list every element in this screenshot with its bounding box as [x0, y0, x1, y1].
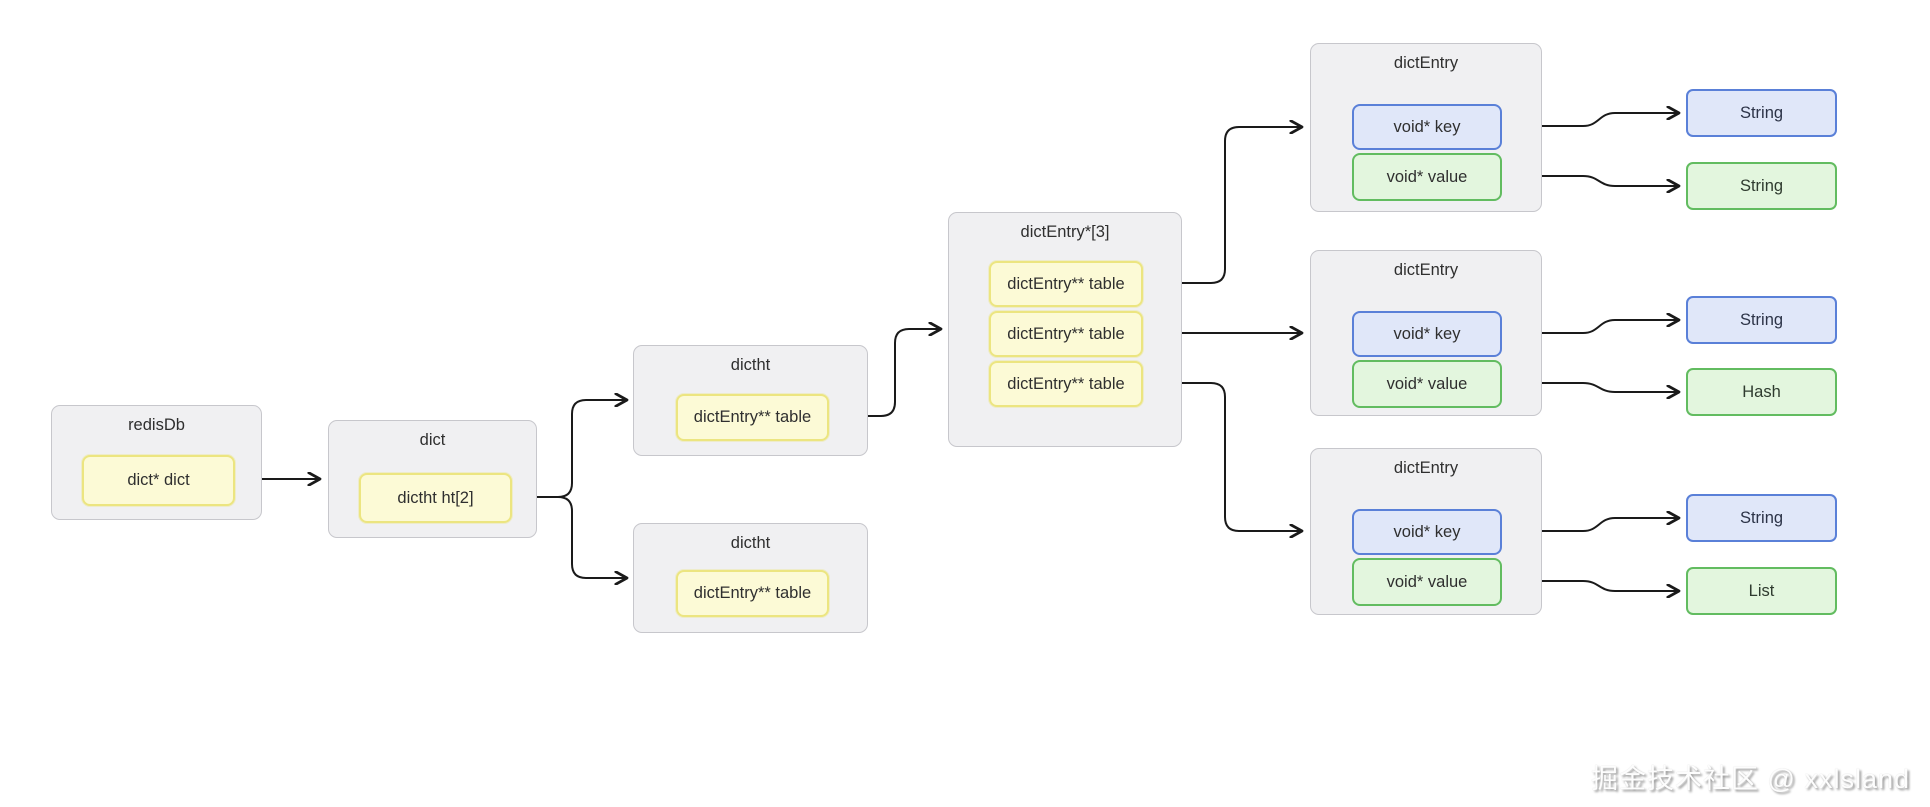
type-box-key-string-2-label: String — [1739, 310, 1784, 329]
field-void-value-1: void* value — [1352, 153, 1502, 201]
node-dictht-bottom: dictht dictEntry** table — [633, 523, 868, 633]
type-box-key-string-2: String — [1686, 296, 1837, 344]
type-box-key-string-3: String — [1686, 494, 1837, 542]
field-dictentry-table-bottom: dictEntry** table — [676, 570, 829, 617]
connector-slot1-to-dictentry1 — [1142, 127, 1302, 284]
type-box-key-string-1: String — [1686, 89, 1837, 137]
field-dictentry-table-top: dictEntry** table — [676, 394, 829, 441]
node-dictht-bottom-title: dictht — [730, 534, 771, 552]
node-dictht-top-title: dictht — [730, 356, 771, 374]
field-void-key-3-label: void* key — [1393, 522, 1461, 541]
connector-value2-to-hash — [1501, 382, 1679, 392]
field-dictht-array: dictht ht[2] — [359, 473, 512, 523]
node-dictentry-3-title: dictEntry — [1393, 459, 1459, 477]
node-dictentry-array: dictEntry*[3] dictEntry** table dictEntr… — [948, 212, 1182, 447]
connector-value1-to-string — [1501, 175, 1679, 186]
type-box-key-string-1-label: String — [1739, 103, 1784, 122]
array-slot-1-label: dictEntry** table — [1007, 274, 1125, 293]
field-void-value-2-label: void* value — [1386, 374, 1468, 393]
array-slot-3-label: dictEntry** table — [1007, 374, 1125, 393]
connector-key3-to-string — [1501, 518, 1679, 532]
array-slot-3: dictEntry** table — [989, 361, 1143, 407]
watermark: 掘金技术社区 @ xxlsland — [1591, 764, 1910, 794]
node-dictentry-2: dictEntry void* key void* value — [1310, 250, 1542, 416]
field-void-key-1: void* key — [1352, 104, 1502, 150]
field-dict-pointer-label: dict* dict — [127, 471, 190, 489]
type-box-value-string-1-label: String — [1739, 176, 1784, 195]
field-void-value-1-label: void* value — [1386, 167, 1468, 186]
connector-dict-to-dictht-top — [511, 400, 627, 498]
node-dictht-top: dictht dictEntry** table — [633, 345, 868, 456]
connector-key2-to-string — [1501, 320, 1679, 334]
node-dictentry-array-title: dictEntry*[3] — [1020, 223, 1110, 241]
node-dictentry-2-title: dictEntry — [1393, 261, 1459, 279]
type-box-value-hash-label: Hash — [1742, 382, 1781, 401]
field-void-key-2: void* key — [1352, 311, 1502, 357]
field-void-value-3: void* value — [1352, 558, 1502, 606]
node-dict-title: dict — [419, 431, 446, 449]
array-slot-2: dictEntry** table — [989, 311, 1143, 357]
array-slot-2-label: dictEntry** table — [1007, 324, 1125, 343]
type-box-value-hash: Hash — [1686, 368, 1837, 416]
field-void-key-3: void* key — [1352, 509, 1502, 555]
field-dictentry-table-top-label: dictEntry** table — [693, 408, 812, 426]
node-dictentry-1-title: dictEntry — [1393, 54, 1459, 72]
field-void-key-2-label: void* key — [1393, 324, 1461, 343]
connector-dict-to-dictht-bottom — [511, 496, 627, 578]
node-dictentry-1: dictEntry void* key void* value — [1310, 43, 1542, 212]
connector-dictht-to-entry-array — [828, 329, 941, 417]
array-slot-1: dictEntry** table — [989, 261, 1143, 307]
field-dictht-array-label: dictht ht[2] — [397, 488, 474, 507]
type-box-value-string-1: String — [1686, 162, 1837, 210]
type-box-value-list: List — [1686, 567, 1837, 615]
field-void-value-3-label: void* value — [1386, 572, 1468, 591]
field-void-key-1-label: void* key — [1393, 117, 1461, 136]
node-redisdb: redisDb dict* dict — [51, 405, 262, 520]
type-box-value-list-label: List — [1748, 581, 1775, 600]
connector-slot3-to-dictentry3 — [1142, 382, 1302, 531]
connector-value3-to-list — [1501, 580, 1679, 591]
field-dict-pointer: dict* dict — [82, 455, 235, 506]
field-dictentry-table-bottom-label: dictEntry** table — [693, 584, 812, 602]
node-dictentry-3: dictEntry void* key void* value — [1310, 448, 1542, 615]
node-dict: dict dictht ht[2] — [328, 420, 537, 538]
connector-key1-to-string — [1501, 113, 1679, 127]
type-box-key-string-3-label: String — [1739, 508, 1784, 527]
field-void-value-2: void* value — [1352, 360, 1502, 408]
node-redisdb-title: redisDb — [128, 416, 185, 434]
